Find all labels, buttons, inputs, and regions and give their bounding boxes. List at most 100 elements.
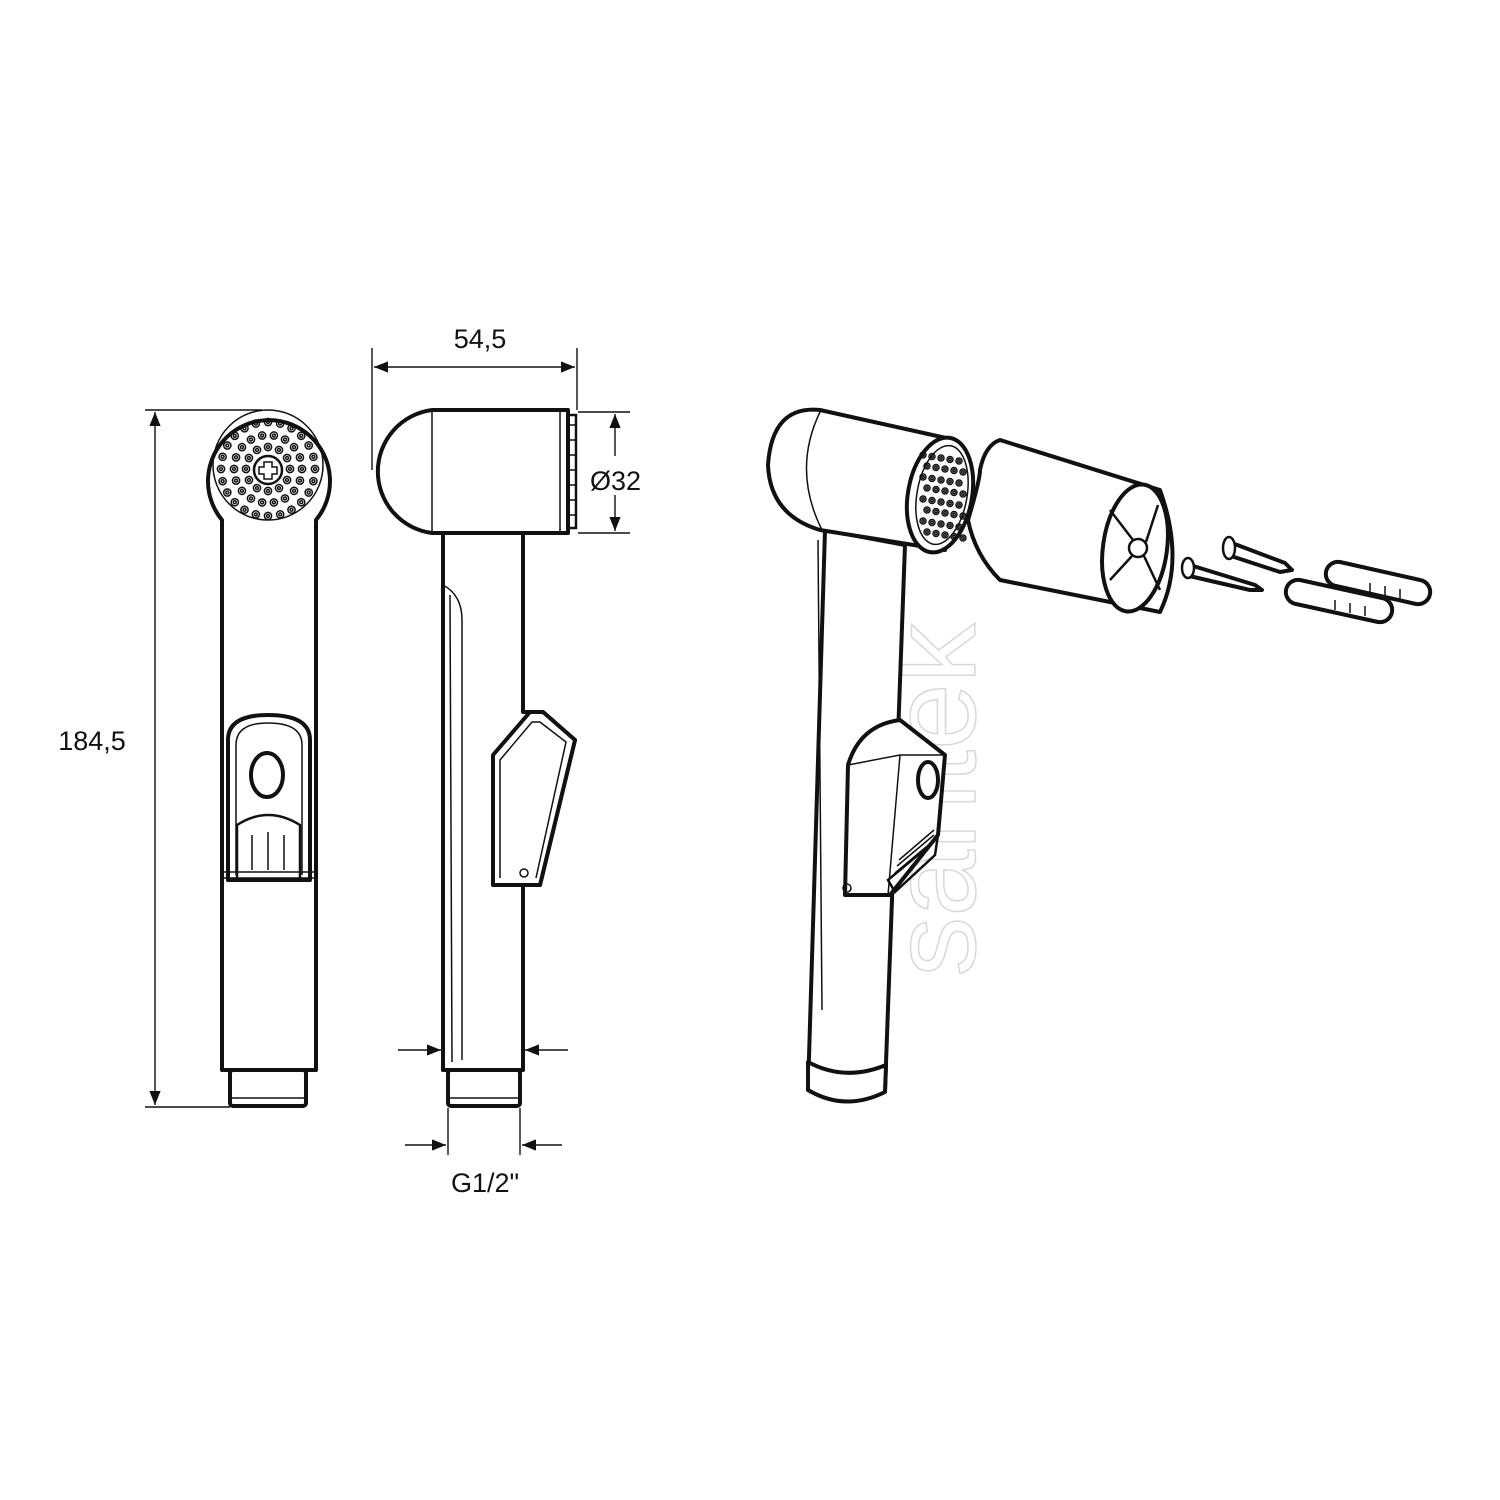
nozzle-hole-inner <box>957 525 961 529</box>
nozzle-hole <box>257 498 267 507</box>
nozzle-hole-inner <box>248 437 254 442</box>
nozzle-hole-inner <box>306 443 311 448</box>
nozzle-hole <box>941 509 949 517</box>
nozzle-hole <box>222 441 232 450</box>
nozzle-hole-inner <box>220 478 225 484</box>
nozzle-hole <box>240 423 249 433</box>
nozzle-hole <box>950 532 958 541</box>
side-view <box>375 408 578 1108</box>
nozzle-hole <box>231 476 241 485</box>
wall-plug <box>1323 559 1433 607</box>
nozzle-hole <box>296 497 306 507</box>
nozzle-hole-inner <box>242 426 247 431</box>
nozzle-hole-inner <box>948 501 952 506</box>
nozzle-hole-inner <box>930 476 934 481</box>
nozzle-hole <box>304 488 314 497</box>
width-label: 54,5 <box>454 324 507 354</box>
nozzle-hole <box>941 487 949 495</box>
nozzle-hole <box>932 485 940 494</box>
nozzle-hole-inner <box>921 453 925 457</box>
nozzle-hole <box>296 431 306 441</box>
nozzle-hole-inner <box>939 500 943 504</box>
nozzle-hole <box>289 486 299 496</box>
nozzle-hole-inner <box>930 454 934 459</box>
nozzle-hole-inner <box>943 489 947 493</box>
nozzle-hole <box>269 498 279 507</box>
nozzle-hole <box>309 452 318 462</box>
nozzle-hole-inner <box>939 456 943 460</box>
width-dimension: 54,5 <box>371 324 578 470</box>
nozzle-hole-inner <box>299 433 304 438</box>
nozzle-hole-inner <box>921 519 925 523</box>
nozzle-hole-inner <box>291 444 297 450</box>
nozzle-hole-inner <box>952 534 956 539</box>
nozzle-hole-inner <box>239 444 245 450</box>
nozzle-hole-inner <box>284 455 290 461</box>
iso-nozzle-pattern <box>919 451 967 542</box>
nozzle-hole-inner <box>297 455 303 460</box>
nozzle-hole <box>263 486 273 496</box>
nozzle-hole-inner <box>961 492 965 496</box>
thread-dimension: G1/2" <box>398 1044 568 1198</box>
nozzle-hole <box>257 431 267 440</box>
nozzle-hole <box>274 483 284 493</box>
nozzle-hole-inner <box>243 466 249 472</box>
nozzle-hole-inner <box>225 443 230 448</box>
nozzle-hole-inner <box>265 488 271 494</box>
nozzle-hole-inner <box>948 523 952 528</box>
nozzle-hole <box>275 419 285 428</box>
nozzle-hole-inner <box>925 464 929 468</box>
nozzle-hole-inner <box>939 478 943 482</box>
nozzle-hole <box>263 417 273 427</box>
diameter-label: Ø32 <box>590 466 641 496</box>
nozzle-hole <box>928 496 936 505</box>
nozzle-hole <box>928 474 936 483</box>
nozzle-hole-inner <box>242 507 247 512</box>
nozzle-hole-inner <box>232 500 237 505</box>
nozzle-hole-inner <box>284 477 290 483</box>
nozzle-hole <box>287 423 296 433</box>
nozzle-hole-inner <box>952 490 956 495</box>
nozzle-hole <box>937 454 945 462</box>
nozzle-hole-inner <box>218 466 224 472</box>
diameter-dimension: Ø32 <box>578 411 641 534</box>
nozzle-hole-inner <box>282 437 288 442</box>
nozzle-hole <box>282 453 292 463</box>
nozzle-hole-inner <box>254 447 260 453</box>
nozzle-hole <box>252 483 262 493</box>
nozzle-hole-inner <box>943 467 947 471</box>
nozzle-hole <box>959 534 967 542</box>
nozzle-hole <box>251 419 261 428</box>
nozzle-hole-inner <box>289 507 294 512</box>
nozzle-hole-inner <box>934 509 938 514</box>
nozzle-hole <box>289 442 299 452</box>
nozzle-hole-inner <box>233 455 239 460</box>
nozzle-hole <box>941 531 949 539</box>
nozzle-hole <box>287 505 296 515</box>
nozzle-hole <box>959 490 967 498</box>
nozzle-hole-inner <box>939 522 943 526</box>
nozzle-hole-inner <box>271 433 277 438</box>
nozzle-hole <box>919 473 927 481</box>
nozzle-hole-inner <box>231 466 237 472</box>
nozzle-hole <box>937 520 945 528</box>
nozzle-hole-inner <box>934 531 938 536</box>
nozzle-hole <box>955 457 963 465</box>
nozzle-hole <box>932 507 940 516</box>
nozzle-hole-inner <box>282 496 288 501</box>
nozzle-hole-inner <box>952 468 956 473</box>
nozzle-hole <box>928 452 936 461</box>
nozzle-hole <box>959 512 967 520</box>
nozzle-hole-inner <box>291 488 297 494</box>
nozzle-hole <box>237 442 247 452</box>
nozzle-hole <box>282 475 292 485</box>
nozzle-hole-inner <box>246 455 252 461</box>
height-label: 184,5 <box>58 726 126 756</box>
nozzle-hole-inner <box>943 511 947 515</box>
nozzle-hole-inner <box>253 512 259 517</box>
nozzle-hole <box>295 476 305 485</box>
nozzle-hole <box>274 445 284 455</box>
nozzle-hole <box>222 488 232 497</box>
nozzle-hole-inner <box>943 533 947 537</box>
nozzle-hole <box>950 488 958 497</box>
